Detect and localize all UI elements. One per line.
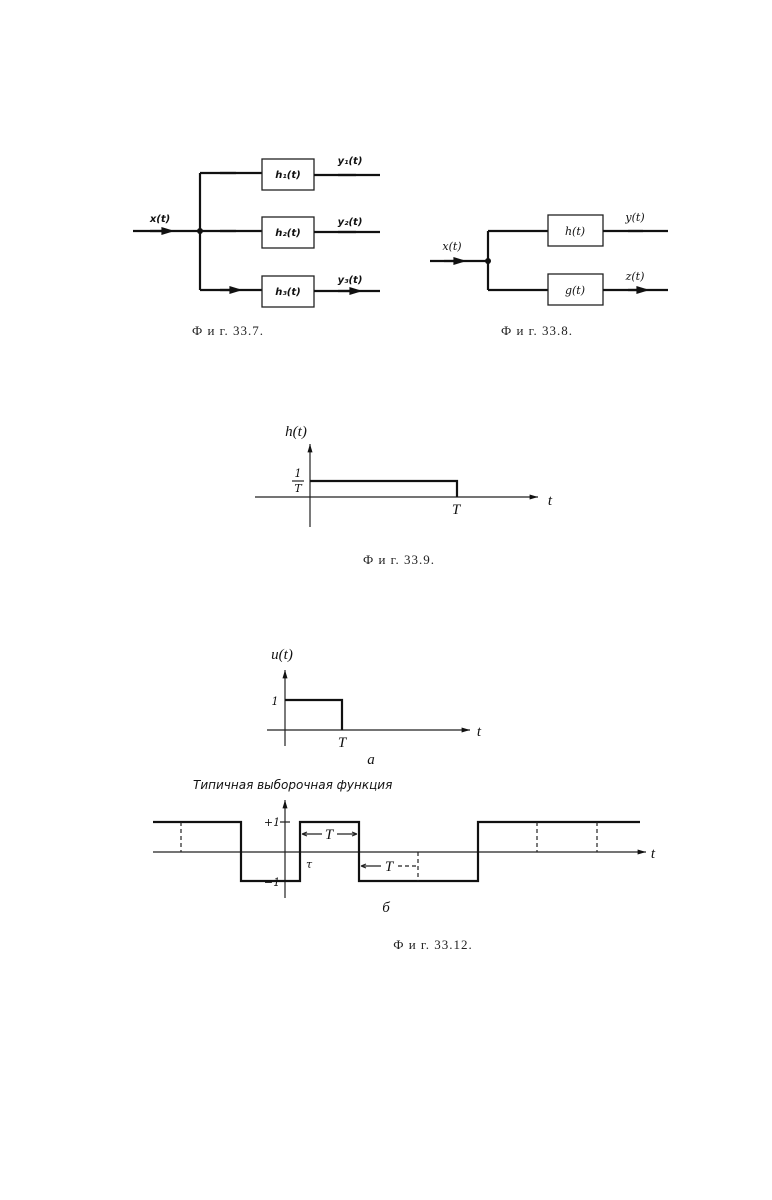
- branch-lines: [486, 229, 548, 292]
- figure-caption: Ф и г. 33.7.: [192, 323, 264, 338]
- block-h3: [261, 275, 315, 308]
- input-label: x(t): [149, 214, 170, 225]
- tau-label: τ: [306, 858, 313, 871]
- x-axis-label: t: [548, 493, 553, 509]
- subfigure-label: б: [382, 900, 390, 916]
- block-h2: [261, 216, 315, 249]
- subfigure-label: a: [367, 752, 375, 768]
- output-label: z(t): [625, 270, 645, 283]
- arrow-icon: [360, 863, 381, 869]
- period-label: T: [385, 859, 395, 875]
- period-label: T: [325, 827, 335, 843]
- input-label: x(t): [442, 240, 461, 253]
- arrow-icon: [220, 171, 236, 290]
- figure-33-9: h(t) 1 T T t Ф и г. 33.9.: [255, 424, 553, 567]
- figure-33-12b: Типичная выборочная функция T T +1 −1 τ …: [153, 778, 656, 952]
- figure-33-8: h(t) g(t) x(t) y(t) z(t) Ф и г. 33.8.: [430, 211, 668, 338]
- block-g: [547, 273, 604, 306]
- arrow-icon: [338, 173, 356, 291]
- block-label: h₃(t): [275, 287, 300, 298]
- minus-one-label: −1: [264, 876, 280, 889]
- arrow-icon: [301, 831, 322, 837]
- output-label: y₁(t): [338, 156, 363, 167]
- figure-caption: Ф и г. 33.9.: [363, 552, 435, 567]
- impulse-response-curve: [310, 479, 459, 497]
- x-axis-label: t: [651, 846, 656, 862]
- arrow-icon: [337, 831, 358, 837]
- plus-one-label: +1: [264, 816, 280, 829]
- figure-caption: Ф и г. 33.12.: [393, 937, 473, 952]
- figure-33-12a: u(t) 1 T t a: [267, 647, 482, 768]
- output-label: y(t): [624, 211, 644, 224]
- block-label: h₂(t): [275, 228, 300, 239]
- block-h: [547, 214, 604, 247]
- sample-function-waveform: [153, 820, 640, 883]
- level-label: 1: [272, 695, 279, 708]
- period-markers: [180, 822, 598, 881]
- pulse-curve: [285, 698, 344, 730]
- figure-caption: Ф и г. 33.8.: [501, 323, 573, 338]
- figure-33-7: h₁(t) h₂(t) h₃(t) x(t) y₁(t) y₂(t) y₃(t)…: [133, 156, 380, 338]
- block-label: g(t): [565, 284, 585, 297]
- y-axis-label: u(t): [271, 647, 293, 663]
- subfigure-title: Типичная выборочная функция: [193, 778, 392, 792]
- x-tick-label: T: [452, 502, 462, 518]
- output-label: y₃(t): [338, 275, 363, 286]
- x-tick-label: T: [338, 735, 348, 751]
- x-axis-label: t: [477, 724, 482, 740]
- block-label: h₁(t): [275, 170, 300, 181]
- arrow-icon: [628, 229, 643, 290]
- level-denominator: T: [294, 482, 303, 495]
- block-label: h(t): [565, 225, 585, 238]
- y-axis-label: h(t): [285, 424, 307, 440]
- level-numerator: 1: [295, 467, 302, 480]
- output-label: y₂(t): [338, 217, 363, 228]
